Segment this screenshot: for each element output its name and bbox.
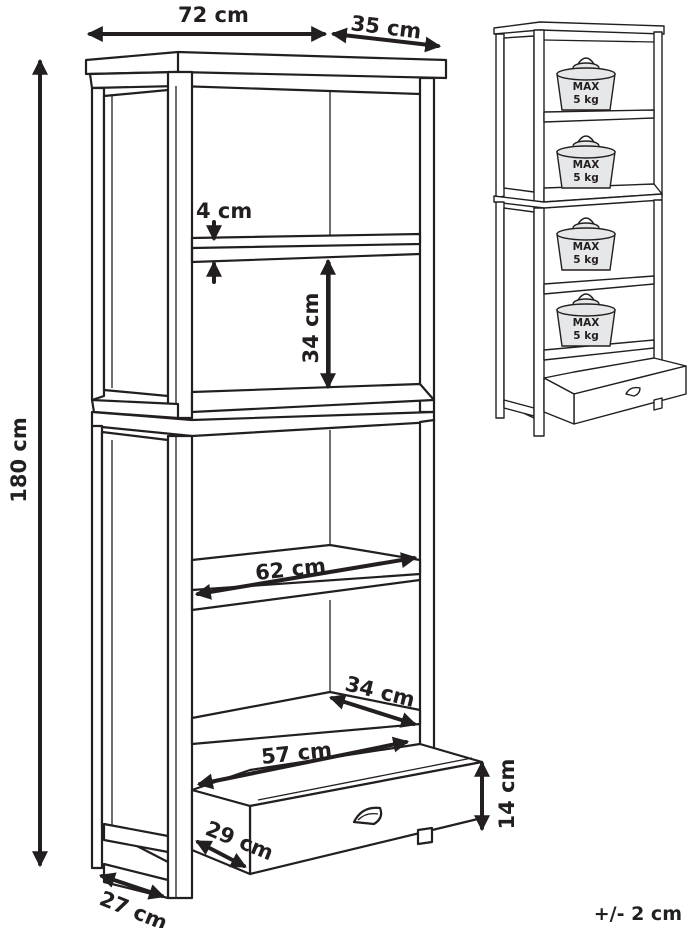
- tolerance-label: +/- 2 cm: [594, 903, 682, 925]
- weight-badge: MAX 5 kg: [556, 57, 616, 111]
- weight-badge-line1: MAX: [573, 241, 600, 253]
- weight-badge: MAX 5 kg: [556, 217, 616, 271]
- weight-badge-line2: 5 kg: [573, 172, 598, 184]
- weight-badge-line1: MAX: [573, 159, 600, 171]
- weight-badge: MAX 5 kg: [556, 293, 616, 347]
- height-label: 180 cm: [7, 417, 31, 502]
- weight-badge-line2: 5 kg: [573, 330, 598, 342]
- drawer-height-label: 14 cm: [495, 759, 519, 830]
- weight-badge-line2: 5 kg: [573, 254, 598, 266]
- main-bookcase: [84, 50, 484, 900]
- width-label: 72 cm: [178, 3, 249, 27]
- shelf-gap-label: 34 cm: [299, 293, 323, 364]
- weight-badge-line1: MAX: [573, 81, 600, 93]
- weight-badge-line1: MAX: [573, 317, 600, 329]
- load-diagram: [493, 21, 687, 437]
- dimension-arrows: [32, 26, 490, 900]
- shelf-thickness-label: 4 cm: [196, 199, 252, 223]
- weight-badge-line2: 5 kg: [573, 94, 598, 106]
- drawer-handle-icon: [352, 806, 383, 826]
- weight-badge: MAX 5 kg: [556, 135, 616, 189]
